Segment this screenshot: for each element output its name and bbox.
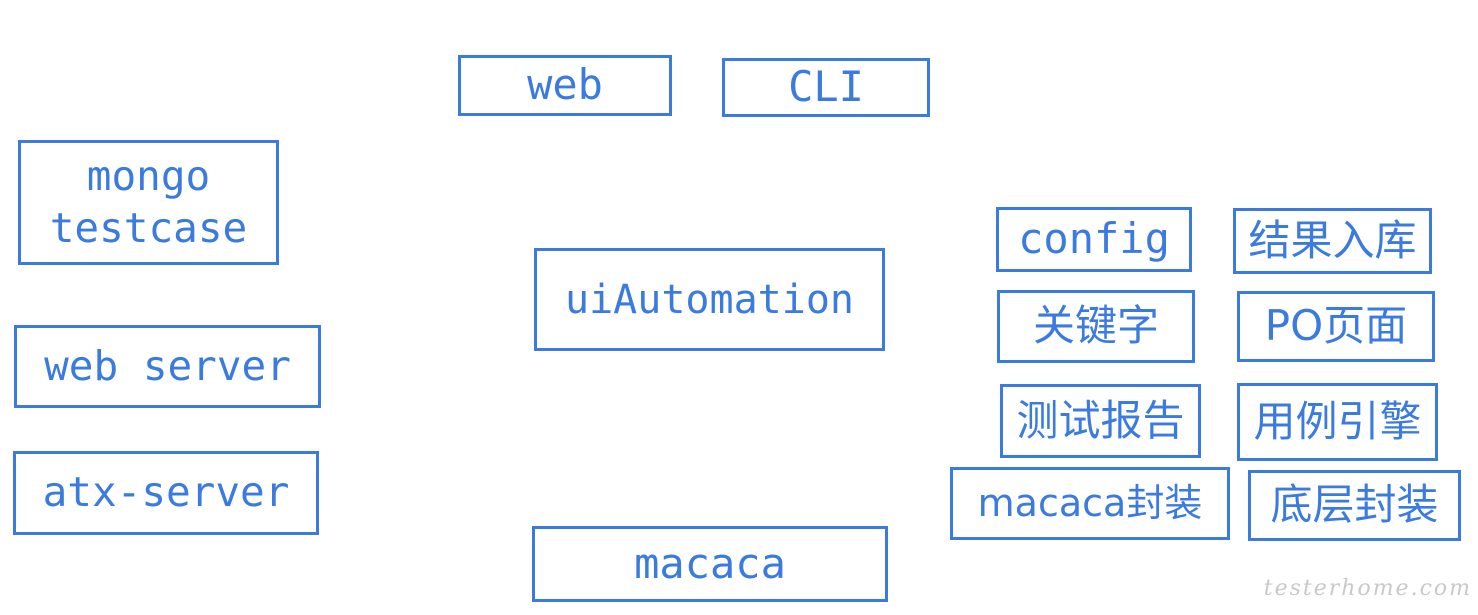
web-server-box: web server <box>14 325 321 408</box>
cli-label: CLI <box>788 62 864 112</box>
web-label: web <box>527 60 603 110</box>
web-box: web <box>458 55 672 116</box>
test-report-label: 测试报告 <box>1016 395 1185 445</box>
ui-automation-label: uiAutomation <box>565 276 854 323</box>
case-engine-label: 用例引擎 <box>1253 396 1422 446</box>
macaca-wrapper-box: macaca封装 <box>950 467 1230 540</box>
testcase-label: testcase <box>49 203 248 252</box>
web-server-label: web server <box>44 341 291 390</box>
watermark: testerhome.com <box>1263 576 1472 601</box>
po-page-box: PO页面 <box>1237 291 1435 362</box>
macaca-wrapper-label: macaca封装 <box>977 480 1203 525</box>
base-wrapper-label: 底层封装 <box>1270 480 1439 530</box>
result-storage-label: 结果入库 <box>1248 215 1417 265</box>
case-engine-box: 用例引擎 <box>1237 383 1438 461</box>
mongo-testcase-box: mongo testcase <box>18 140 279 265</box>
keyword-label: 关键字 <box>1032 301 1159 351</box>
macaca-box: macaca <box>532 526 888 602</box>
ui-automation-box: uiAutomation <box>534 248 885 351</box>
atx-server-box: atx-server <box>13 451 319 535</box>
mongo-label: mongo <box>86 152 211 201</box>
config-label: config <box>1018 214 1170 264</box>
keyword-box: 关键字 <box>997 290 1195 363</box>
atx-server-label: atx-server <box>42 468 290 517</box>
test-report-box: 测试报告 <box>1000 384 1201 458</box>
base-wrapper-box: 底层封装 <box>1248 470 1461 541</box>
config-box: config <box>996 207 1192 272</box>
macaca-label: macaca <box>634 538 786 588</box>
po-page-label: PO页面 <box>1264 301 1408 351</box>
result-storage-box: 结果入库 <box>1233 208 1432 274</box>
cli-box: CLI <box>722 58 930 117</box>
